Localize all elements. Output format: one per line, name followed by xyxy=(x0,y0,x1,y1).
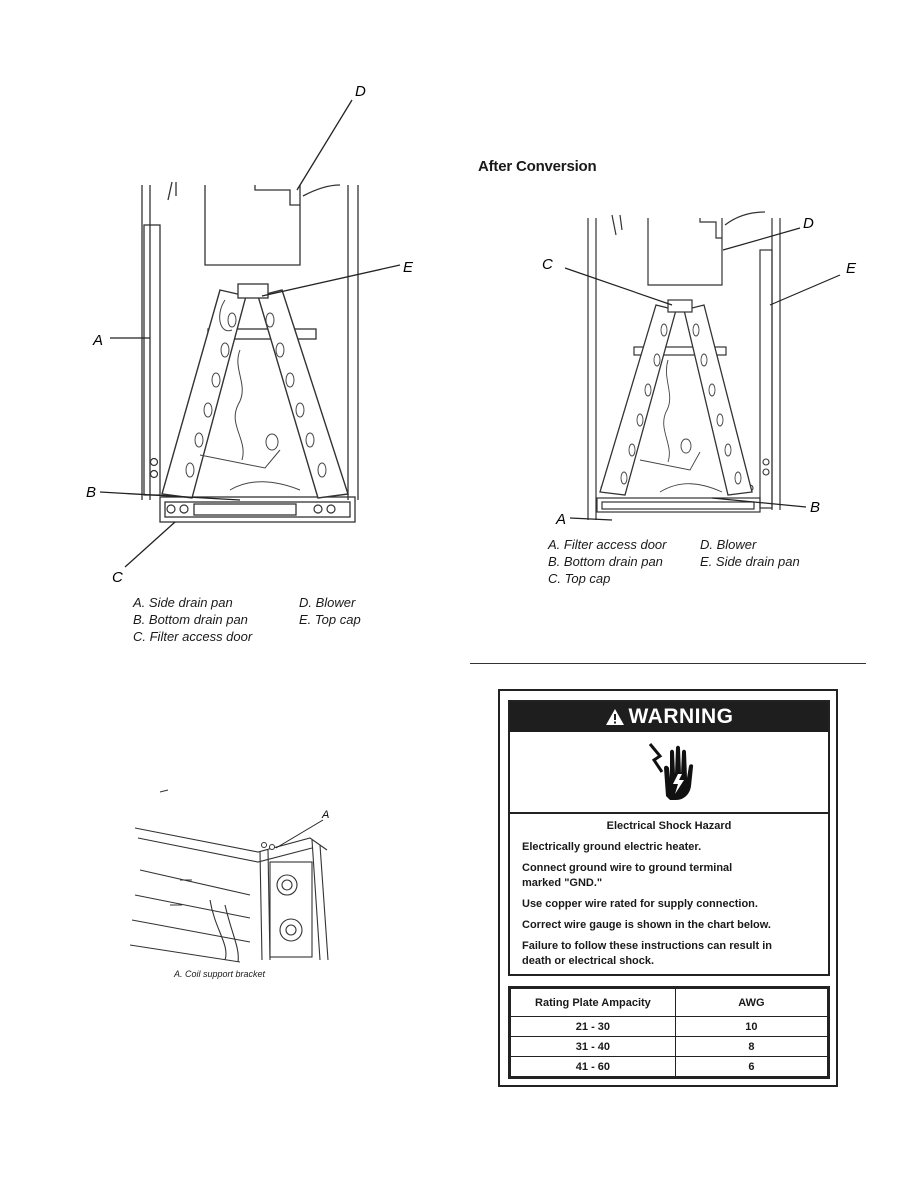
warning-triangle-icon xyxy=(605,709,624,725)
legend-item: B. Bottom drain pan xyxy=(133,612,248,627)
legend-item: C. Filter access door xyxy=(133,629,253,644)
callout-b: B xyxy=(86,484,96,501)
section-divider xyxy=(470,663,866,664)
warning-line: marked "GND." xyxy=(522,877,603,889)
table-row: 21 - 30 10 xyxy=(510,1016,829,1037)
coil-diagram-after: A B C D E xyxy=(542,211,857,528)
table-cell: 10 xyxy=(674,1016,829,1037)
electric-shock-hand-icon xyxy=(648,743,694,800)
legend-fig1-col2: D. Blower E. Top cap xyxy=(299,594,361,628)
table-row: 41 - 60 6 xyxy=(510,1056,829,1077)
callout-c: C xyxy=(542,256,553,273)
table-header: Rating Plate Ampacity xyxy=(510,988,676,1017)
warning-line: Failure to follow these instructions can… xyxy=(522,940,772,952)
table-cell: 31 - 40 xyxy=(510,1036,676,1057)
legend-item: E. Side drain pan xyxy=(700,554,800,569)
legend-item: D. Blower xyxy=(700,537,757,552)
hazard-symbol-area xyxy=(510,732,828,814)
callout-e: E xyxy=(403,259,414,276)
warning-line: Correct wire gauge is shown in the chart… xyxy=(522,919,771,931)
legend-item: A. Side drain pan xyxy=(133,595,233,610)
legend-item: B. Bottom drain pan xyxy=(548,554,663,569)
callout-d: D xyxy=(803,215,814,232)
table-cell: 41 - 60 xyxy=(510,1056,676,1077)
coil-support-bracket-diagram: A xyxy=(129,789,329,963)
legend-item: C. Top cap xyxy=(548,571,611,586)
callout-e: E xyxy=(846,260,857,277)
callout-a: A xyxy=(92,332,103,349)
wire-gauge-table: Rating Plate Ampacity AWG 21 - 30 10 31 … xyxy=(508,986,830,1079)
callout-b: B xyxy=(810,499,820,516)
table-cell: 21 - 30 xyxy=(510,1016,676,1037)
table-row: 31 - 40 8 xyxy=(510,1036,829,1057)
callout-a: A xyxy=(321,809,329,821)
hazard-title: Electrical Shock Hazard xyxy=(606,820,732,832)
table-header-row: Rating Plate Ampacity AWG xyxy=(510,988,829,1017)
callout-a: A xyxy=(555,511,566,528)
table-cell: 6 xyxy=(674,1056,829,1077)
legend-item: D. Blower xyxy=(299,595,356,610)
warning-line: Connect ground wire to ground terminal xyxy=(522,862,733,874)
table-header: AWG xyxy=(674,988,829,1017)
warning-panel: WARNING Electrical Shock Hazard Electric… xyxy=(508,700,830,976)
warning-line: death or electrical shock. xyxy=(522,955,655,967)
warning-header: WARNING xyxy=(510,702,828,732)
coil-diagram-before: A B C D E xyxy=(86,83,414,586)
legend-fig2-col2: D. Blower E. Side drain pan xyxy=(700,536,800,570)
coil-support-bracket-caption: A. Coil support bracket xyxy=(174,969,266,979)
warning-line: Use copper wire rated for supply connect… xyxy=(522,898,758,910)
after-conversion-heading: After Conversion xyxy=(478,158,597,175)
warning-line: Electrically ground electric heater. xyxy=(522,841,702,853)
legend-item: A. Filter access door xyxy=(548,537,667,552)
callout-c: C xyxy=(112,569,123,586)
table-cell: 8 xyxy=(674,1036,829,1057)
warning-header-text: WARNING xyxy=(628,705,734,728)
callout-d: D xyxy=(355,83,366,100)
legend-fig1-col1: A. Side drain pan B. Bottom drain pan C.… xyxy=(133,594,252,645)
legend-item: E. Top cap xyxy=(299,612,361,627)
legend-fig2-col1: A. Filter access door B. Bottom drain pa… xyxy=(548,536,667,587)
